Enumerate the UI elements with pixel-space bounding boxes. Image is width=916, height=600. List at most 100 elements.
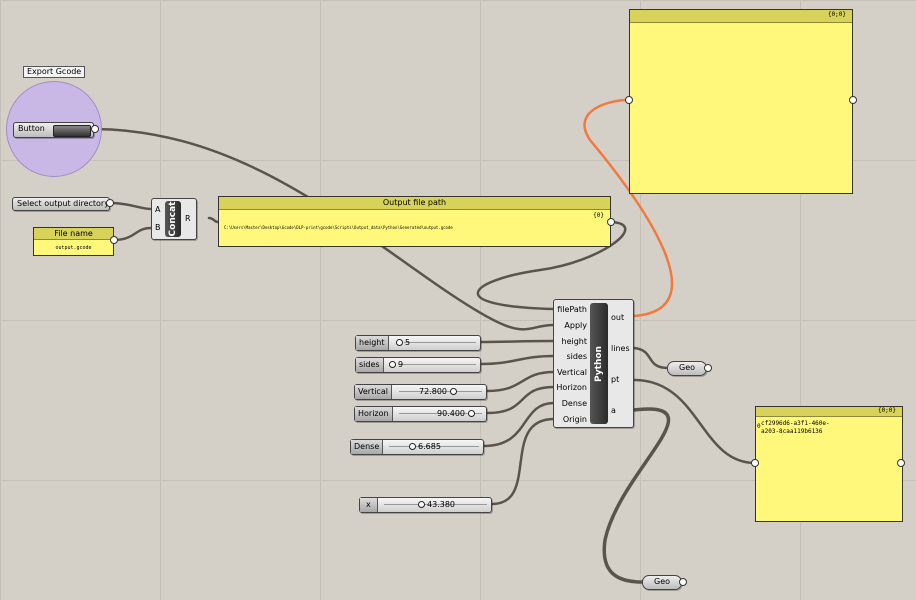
height-slider-label: height [356,336,389,350]
dense-slider[interactable]: Dense 6.685 [350,439,484,455]
geo-lines-grip[interactable] [704,364,712,372]
python-input-horizon[interactable]: Horizon [556,383,587,392]
x-slider-value-wrap: 43.380 [418,498,455,512]
pt-panel-index: {0;0} [877,407,896,414]
sides-slider-knob[interactable] [389,361,396,368]
horizon-slider-value-wrap: 90.400 [437,407,477,421]
x-slider-value: 43.380 [427,500,455,509]
vertical-slider-track [399,391,482,392]
python-output-a[interactable]: a [611,406,616,415]
concat-core: Concat [165,201,181,237]
x-slider[interactable]: x 43.380 [359,497,492,513]
python-input-apply[interactable]: Apply [564,321,587,330]
python-output-pt[interactable]: pt [611,375,620,384]
concat-title: Concat [168,201,178,237]
python-output-lines[interactable]: lines [611,344,630,353]
wire-pt-panel [632,378,757,465]
horizon-slider-label: Horizon [355,407,393,421]
wire-concat-panel [207,216,220,224]
out-panel-output-grip[interactable] [849,96,857,104]
python-input-height[interactable]: height [561,337,588,346]
concat-output-r[interactable]: R [185,214,191,223]
pt-panel-input-grip[interactable] [751,459,759,467]
pt-panel[interactable]: {0;0} 0 cf2996d6-a3f1-460e- a203-8caa119… [755,406,903,522]
wire-dense [482,401,556,448]
dense-slider-knob[interactable] [409,443,416,450]
height-slider-knob[interactable] [396,339,403,346]
concat-input-a[interactable]: A [155,205,161,214]
output-path-value: C:\Users\Master\Desktop\Gcode\DLP-print\… [224,225,453,230]
out-panel-input-grip[interactable] [625,96,633,104]
wire-lines-geo [632,346,670,370]
output-path-title: Output file path [219,197,610,210]
x-slider-track [384,504,487,505]
concat-input-b[interactable]: B [155,223,161,232]
vertical-slider-knob[interactable] [450,388,457,395]
sides-slider-value-wrap: 9 [389,358,403,372]
height-slider[interactable]: height 5 [355,335,481,351]
python-input-sides[interactable]: sides [566,352,587,361]
sides-slider-value: 9 [398,360,404,369]
geo-a-label: Geo [654,577,671,586]
file-name-title: File name [34,228,113,240]
select-directory-component[interactable]: Select output directory [12,197,110,211]
horizon-slider-track [399,413,482,414]
output-path-index: {0} [593,212,604,219]
python-input-vertical[interactable]: Vertical [557,368,587,377]
dense-slider-value: 6.685 [418,442,441,451]
geo-a-component[interactable]: Geo [642,575,682,590]
geo-lines-component[interactable]: Geo [667,361,707,376]
horizon-slider-value: 90.400 [437,409,465,418]
sides-slider[interactable]: sides 9 [355,357,481,373]
python-component[interactable]: Python filePath Apply height sides Verti… [553,299,634,428]
out-panel-index: {0;0} [827,11,846,18]
x-slider-knob[interactable] [418,501,425,508]
vertical-slider-label: Vertical [355,385,392,399]
button-component[interactable]: Button [13,122,94,138]
wire-filename-b [112,226,153,242]
concat-component[interactable]: Concat A B R [151,198,197,240]
file-name-grip[interactable] [110,236,118,244]
python-input-filepath[interactable]: filePath [557,305,587,314]
wire-height [479,339,556,344]
geo-a-grip[interactable] [679,578,687,586]
vertical-slider-value-wrap: 72.800 [419,385,459,399]
vertical-slider-value: 72.800 [419,387,447,396]
dense-slider-track [389,446,479,447]
pt-panel-marker: 0 [757,423,761,430]
height-slider-track [404,342,476,343]
select-directory-grip[interactable] [106,199,114,207]
vertical-slider[interactable]: Vertical 72.800 [354,384,487,400]
height-slider-value: 5 [405,338,411,347]
file-name-panel[interactable]: File name output.gcode [33,227,114,256]
wire-vertical [485,370,556,393]
python-input-origin[interactable]: Origin [562,415,587,424]
wire-horizon [485,385,556,415]
wire-a-geo [602,407,671,584]
button-label: Button [18,124,45,133]
out-panel-header [630,10,852,23]
height-slider-value-wrap: 5 [396,336,410,350]
output-path-grip[interactable] [607,218,615,226]
python-title: Python [594,345,604,382]
group-label: Export Gcode [23,66,86,78]
sides-slider-track [398,364,476,365]
pt-panel-output-grip[interactable] [897,459,905,467]
python-input-dense[interactable]: Dense [561,399,587,408]
python-core: Python [590,303,608,424]
button-press-area[interactable] [53,125,91,137]
geo-lines-label: Geo [679,363,696,372]
button-output-grip[interactable] [91,125,99,133]
dense-slider-label: Dense [351,440,384,454]
horizon-slider-knob[interactable] [468,410,475,417]
x-slider-label: x [360,498,378,512]
output-path-panel[interactable]: Output file path {0} C:\Users\Master\Des… [218,196,611,247]
python-output-out[interactable]: out [611,313,625,322]
out-panel[interactable]: {0;0} [629,9,853,194]
horizon-slider[interactable]: Horizon 90.400 [354,406,487,422]
wire-sides [479,354,556,366]
file-name-value: output.gcode [55,245,92,251]
select-directory-label: Select output directory [17,199,109,208]
sides-slider-label: sides [356,358,384,372]
wire-selectdir-a [107,201,153,211]
